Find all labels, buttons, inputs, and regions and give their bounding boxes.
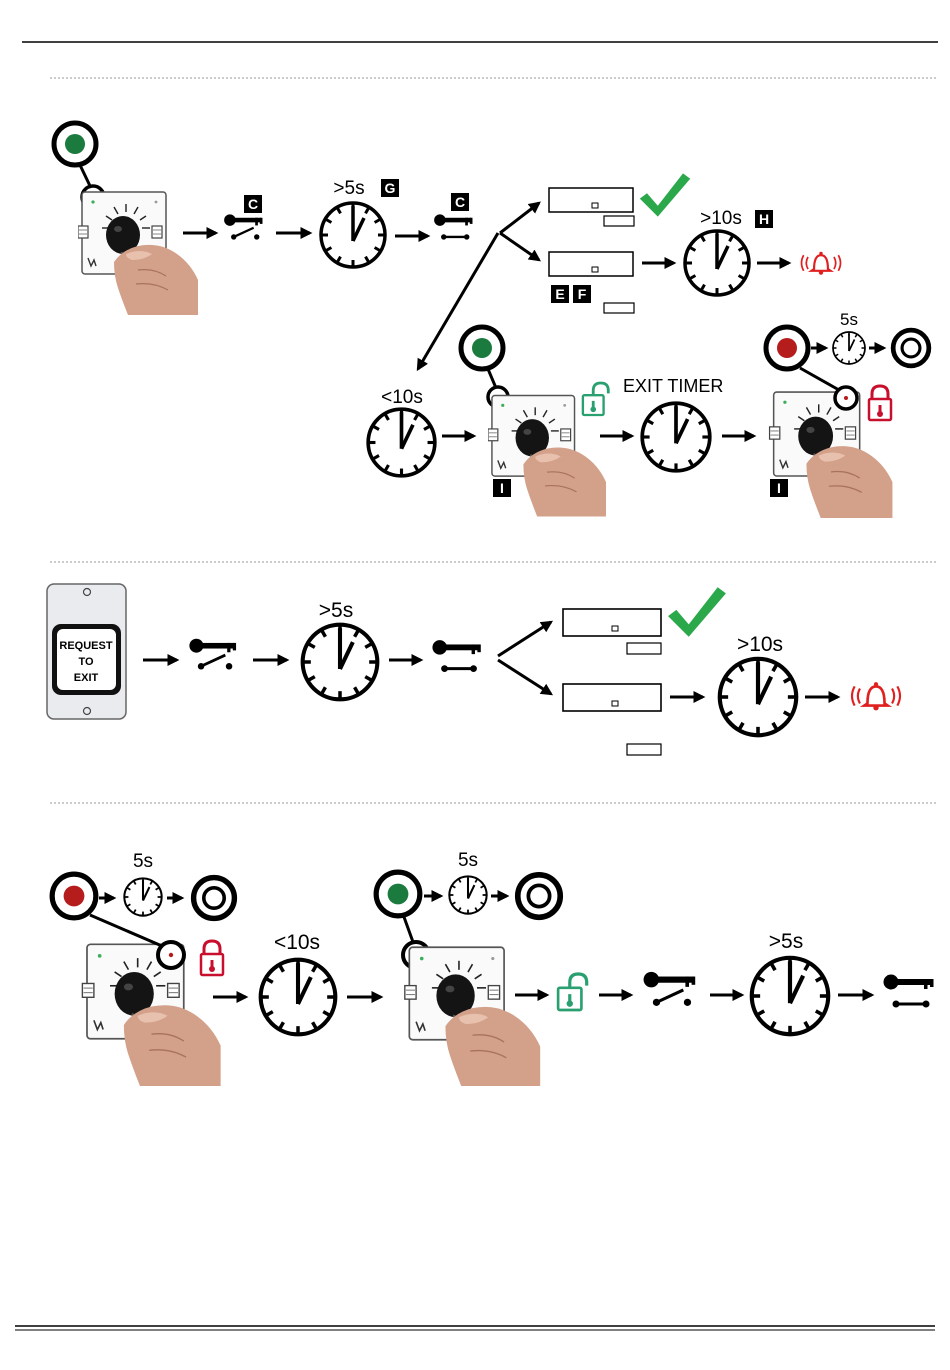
keypad-icon	[78, 192, 198, 315]
section-keypad-exit: C >5s G C E F >10s H	[54, 123, 929, 518]
badge-letter: I	[777, 480, 781, 496]
checkmark-icon	[640, 173, 690, 216]
indicator-tab	[604, 303, 634, 313]
led-callout-icon	[461, 327, 503, 369]
clock-icon	[321, 203, 385, 267]
clock-icon	[368, 409, 435, 476]
ring-off-icon	[893, 330, 929, 366]
unlock-icon	[583, 383, 608, 415]
alarm-bell-icon	[802, 252, 841, 275]
request-to-exit-button-icon: REQUEST TO EXIT	[47, 584, 126, 719]
key-switch-icon	[884, 975, 934, 1008]
key-switch-icon	[434, 214, 472, 239]
key-switch-icon	[189, 639, 236, 670]
led-callout-icon	[52, 874, 96, 918]
section-relock: 5s <10s 5s >5s	[52, 850, 933, 1086]
ring-off-icon	[194, 878, 235, 919]
duration-label: <10s	[274, 931, 320, 954]
clock-icon	[261, 960, 336, 1035]
duration-label: >5s	[769, 930, 803, 953]
duration-label: <10s	[381, 387, 423, 408]
duration-label: 5s	[133, 851, 153, 872]
clock-icon	[303, 625, 378, 700]
badge-letter: G	[385, 180, 396, 196]
exit-timer-label: EXIT TIMER	[623, 376, 723, 396]
lock-icon	[201, 941, 223, 975]
led-callout-icon	[54, 123, 96, 165]
badge-letter: C	[455, 194, 465, 210]
key-switch-icon	[432, 640, 480, 672]
duration-label: >10s	[700, 208, 742, 229]
section-request-to-exit: REQUEST TO EXIT >5s >10s	[47, 584, 900, 755]
alarm-bell-icon	[852, 682, 900, 710]
lock-icon	[869, 386, 891, 420]
clock-icon	[685, 231, 749, 295]
clock-icon	[752, 958, 828, 1034]
rte-text: EXIT	[74, 672, 99, 684]
badge-letter: F	[578, 286, 587, 302]
clock-icon	[642, 403, 710, 471]
unlock-icon	[558, 974, 587, 1010]
key-switch-icon	[644, 972, 696, 1006]
badge-letter: E	[555, 286, 564, 302]
duration-label: >5s	[333, 178, 364, 199]
rte-text: TO	[78, 656, 94, 668]
rte-text: REQUEST	[59, 640, 112, 652]
indicator-tab	[604, 216, 634, 226]
duration-label: 5s	[840, 310, 858, 329]
duration-label: >10s	[737, 633, 783, 656]
indicator-tab	[627, 744, 661, 755]
door-indicator	[549, 252, 633, 276]
door-indicator	[563, 684, 661, 711]
clock-icon	[720, 659, 796, 735]
key-switch-icon	[224, 214, 262, 239]
clock-icon	[833, 332, 865, 364]
indicator-tab	[627, 643, 661, 654]
duration-label: >5s	[319, 599, 353, 622]
badge-letter: C	[248, 196, 258, 212]
clock-icon	[124, 878, 161, 915]
keypad-icon	[405, 947, 540, 1086]
door-indicator	[563, 609, 661, 636]
led-callout-icon	[766, 327, 808, 369]
clock-icon	[449, 876, 486, 913]
badge-letter: I	[500, 480, 504, 496]
door-indicator	[549, 188, 633, 212]
led-callout-icon	[376, 872, 420, 916]
duration-label: 5s	[458, 850, 478, 871]
badge-letter: H	[759, 211, 769, 227]
ring-off-icon	[518, 875, 561, 918]
checkmark-icon	[668, 587, 726, 637]
